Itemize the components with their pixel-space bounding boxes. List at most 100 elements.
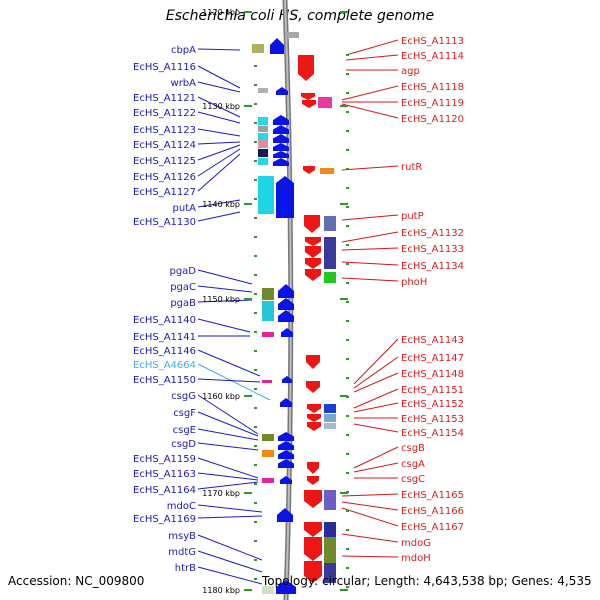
guide-dot bbox=[346, 244, 349, 246]
gene-arrow-forward bbox=[277, 508, 293, 522]
guide-dot bbox=[254, 141, 257, 143]
gene-arrow-reverse bbox=[307, 476, 319, 485]
left-label-connector bbox=[197, 566, 263, 585]
gene-feature bbox=[262, 380, 272, 383]
right-label-connector bbox=[353, 388, 399, 409]
left-label-connector bbox=[197, 285, 253, 293]
gene-arrow-forward bbox=[273, 151, 289, 158]
right-label-connector bbox=[341, 493, 399, 497]
gene-label-left: EcHS_A1159 bbox=[133, 454, 196, 465]
guide-dot bbox=[254, 445, 257, 447]
guide-dot bbox=[254, 331, 257, 333]
gene-label-left: mdtG bbox=[168, 547, 196, 558]
gene-arrow-forward bbox=[278, 310, 294, 322]
gene-label-right: csgB bbox=[401, 443, 425, 454]
guide-dot bbox=[346, 206, 349, 208]
gene-arrow-reverse bbox=[301, 93, 315, 100]
gene-feature bbox=[324, 237, 336, 269]
guide-dot bbox=[346, 130, 349, 132]
gene-label-right: EcHS_A1132 bbox=[401, 228, 464, 239]
gene-feature bbox=[258, 176, 274, 214]
gene-label-right: rutR bbox=[401, 162, 422, 173]
gene-label-right: EcHS_A1147 bbox=[401, 353, 464, 364]
guide-dot bbox=[254, 217, 257, 219]
left-label-connector bbox=[197, 199, 241, 208]
right-label-connector bbox=[341, 507, 399, 527]
right-label-connector bbox=[341, 85, 399, 101]
gene-feature bbox=[324, 404, 336, 413]
left-label-connector bbox=[197, 153, 241, 192]
gene-label-left: pgaC bbox=[170, 282, 196, 293]
scale-tick-label: 1160 kbp bbox=[202, 392, 240, 401]
guide-dot bbox=[346, 92, 349, 94]
gene-arrow-reverse bbox=[307, 414, 321, 422]
guide-dot bbox=[346, 415, 349, 417]
guide-dot bbox=[346, 510, 349, 512]
right-label-connector bbox=[341, 231, 399, 243]
guide-dot bbox=[254, 464, 257, 466]
gene-label-left: csgD bbox=[171, 439, 196, 450]
gene-feature bbox=[262, 478, 274, 483]
gene-label-left: EcHS_A1124 bbox=[133, 140, 196, 151]
guide-dot bbox=[346, 263, 349, 265]
gene-label-right: EcHS_A1153 bbox=[401, 414, 464, 425]
scale-tick-label: 1130 kbp bbox=[202, 102, 240, 111]
right-label-connector bbox=[341, 247, 399, 251]
gene-arrow-forward bbox=[276, 580, 296, 594]
left-label-connector bbox=[197, 318, 251, 333]
guide-dot bbox=[346, 301, 349, 303]
gene-label-left: EcHS_A1169 bbox=[133, 514, 196, 525]
guide-dot bbox=[254, 179, 257, 181]
gene-label-left: EcHS_A4664 bbox=[133, 360, 196, 371]
guide-dot bbox=[346, 339, 349, 341]
gene-label-right: EcHS_A1148 bbox=[401, 369, 464, 380]
gene-feature bbox=[262, 332, 274, 337]
gene-label-left: EcHS_A1123 bbox=[133, 125, 196, 136]
right-label-connector bbox=[341, 165, 399, 171]
left-label-connector bbox=[197, 349, 261, 377]
gene-label-right: mdoG bbox=[401, 538, 431, 549]
gene-arrow-forward bbox=[273, 125, 289, 134]
right-label-connector bbox=[345, 39, 399, 56]
gene-label-left: EcHS_A1122 bbox=[133, 108, 196, 119]
guide-dot bbox=[254, 84, 257, 86]
gene-label-left: mdoC bbox=[167, 501, 196, 512]
gene-feature bbox=[324, 414, 336, 422]
guide-dot bbox=[254, 65, 257, 67]
gene-arrow-forward bbox=[280, 398, 292, 407]
guide-dot bbox=[346, 282, 349, 284]
gene-label-right: phoH bbox=[401, 277, 427, 288]
left-label-connector bbox=[197, 48, 241, 51]
gene-label-right: EcHS_A1166 bbox=[401, 506, 464, 517]
gene-feature bbox=[262, 586, 274, 594]
guide-dot bbox=[254, 578, 257, 580]
gene-label-right: EcHS_A1119 bbox=[401, 98, 464, 109]
guide-dot bbox=[254, 521, 257, 523]
gene-label-left: cbpA bbox=[171, 45, 196, 56]
gene-arrow-reverse bbox=[305, 246, 321, 258]
gene-label-right: EcHS_A1114 bbox=[401, 51, 464, 62]
guide-dot bbox=[346, 168, 349, 170]
guide-dot bbox=[346, 111, 349, 113]
gene-label-left: EcHS_A1116 bbox=[133, 62, 196, 73]
left-label-connector bbox=[197, 411, 259, 437]
left-label-connector bbox=[197, 504, 263, 513]
guide-dot bbox=[346, 586, 349, 588]
gene-label-left: EcHS_A1163 bbox=[133, 469, 196, 480]
gene-arrow-forward bbox=[273, 158, 289, 166]
accession-text: Accession: NC_009800 bbox=[8, 574, 145, 588]
gene-label-left: htrB bbox=[175, 563, 196, 574]
scale-tick-label: 1150 kbp bbox=[202, 295, 240, 304]
gene-arrow-forward bbox=[278, 459, 294, 468]
gene-label-left: pgaB bbox=[170, 298, 196, 309]
gene-label-right: EcHS_A1151 bbox=[401, 385, 464, 396]
left-label-connector bbox=[197, 472, 259, 481]
left-label-connector bbox=[197, 128, 241, 137]
gene-feature bbox=[262, 288, 274, 300]
gene-label-left: csgE bbox=[173, 425, 196, 436]
gene-feature bbox=[258, 117, 268, 125]
gene-arrow-reverse bbox=[306, 355, 320, 369]
gene-label-right: EcHS_A1134 bbox=[401, 261, 464, 272]
right-label-connector bbox=[353, 446, 399, 469]
